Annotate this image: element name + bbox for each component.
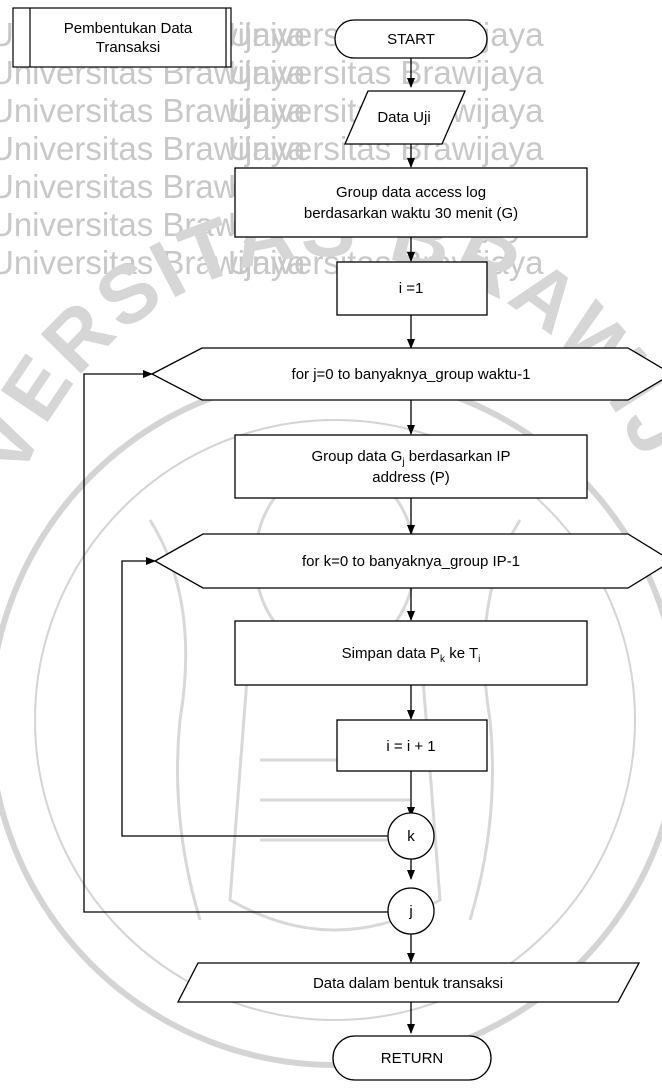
loop-j-hexagon — [150, 347, 662, 401]
terminator-start — [334, 19, 488, 59]
io-output-data — [176, 962, 641, 1003]
connector-k-label: k — [407, 828, 415, 845]
init-i-label: i =1 — [399, 280, 424, 297]
flow-shapes — [150, 19, 662, 1081]
process-increment-i — [336, 719, 488, 772]
flow-lines — [83, 58, 415, 1034]
connector-k — [387, 812, 435, 860]
connector-j — [387, 887, 435, 935]
group-ip-label-line1: Group data Gj berdasarkan IP — [311, 448, 510, 468]
group-time-label-line2: berdasarkan waktu 30 menit (G) — [304, 205, 518, 222]
flow-labels: START Data Uji Group data access log ber… — [292, 31, 531, 1067]
loop-back-k — [121, 557, 388, 837]
watermark-line: Universitas Brawijaya — [228, 54, 544, 91]
subprocess-title-line2: Transaksi — [96, 39, 160, 56]
watermark-line: Universitas Brawijaya — [0, 130, 306, 167]
start-label: START — [387, 31, 435, 48]
loop-j-label: for j=0 to banyaknya_group waktu-1 — [292, 366, 531, 383]
process-group-ip — [234, 434, 588, 499]
return-label: RETURN — [381, 1050, 444, 1067]
input-data-label: Data Uji — [377, 109, 430, 126]
io-input-data — [344, 90, 466, 145]
subprocess-title-line1: Pembentukan Data — [64, 20, 193, 37]
loop-k-label: for k=0 to banyaknya_group IP-1 — [302, 553, 520, 570]
group-ip-label-line2: address (P) — [372, 469, 450, 486]
watermark-line: Universitas Brawijaya — [0, 92, 306, 129]
connector-j-label: j — [408, 903, 412, 920]
process-init-i — [336, 261, 488, 316]
subprocess-title-box: Pembentukan Data Transaksi — [12, 7, 232, 68]
increment-i-label: i = i + 1 — [386, 738, 435, 755]
output-data-label: Data dalam bentuk transaksi — [313, 975, 503, 992]
process-group-time — [234, 167, 588, 238]
process-save — [234, 620, 588, 686]
save-label: Simpan data Pk ke Ti — [342, 645, 481, 665]
terminator-return — [332, 1035, 492, 1081]
loop-back-j — [83, 370, 388, 913]
loop-k-hexagon — [153, 533, 662, 589]
group-time-label-line1: Group data access log — [336, 184, 486, 201]
watermark-line: Universitas Brawijaya — [0, 244, 306, 281]
watermark: Universitas Brawijaya Universitas Brawij… — [0, 16, 544, 281]
